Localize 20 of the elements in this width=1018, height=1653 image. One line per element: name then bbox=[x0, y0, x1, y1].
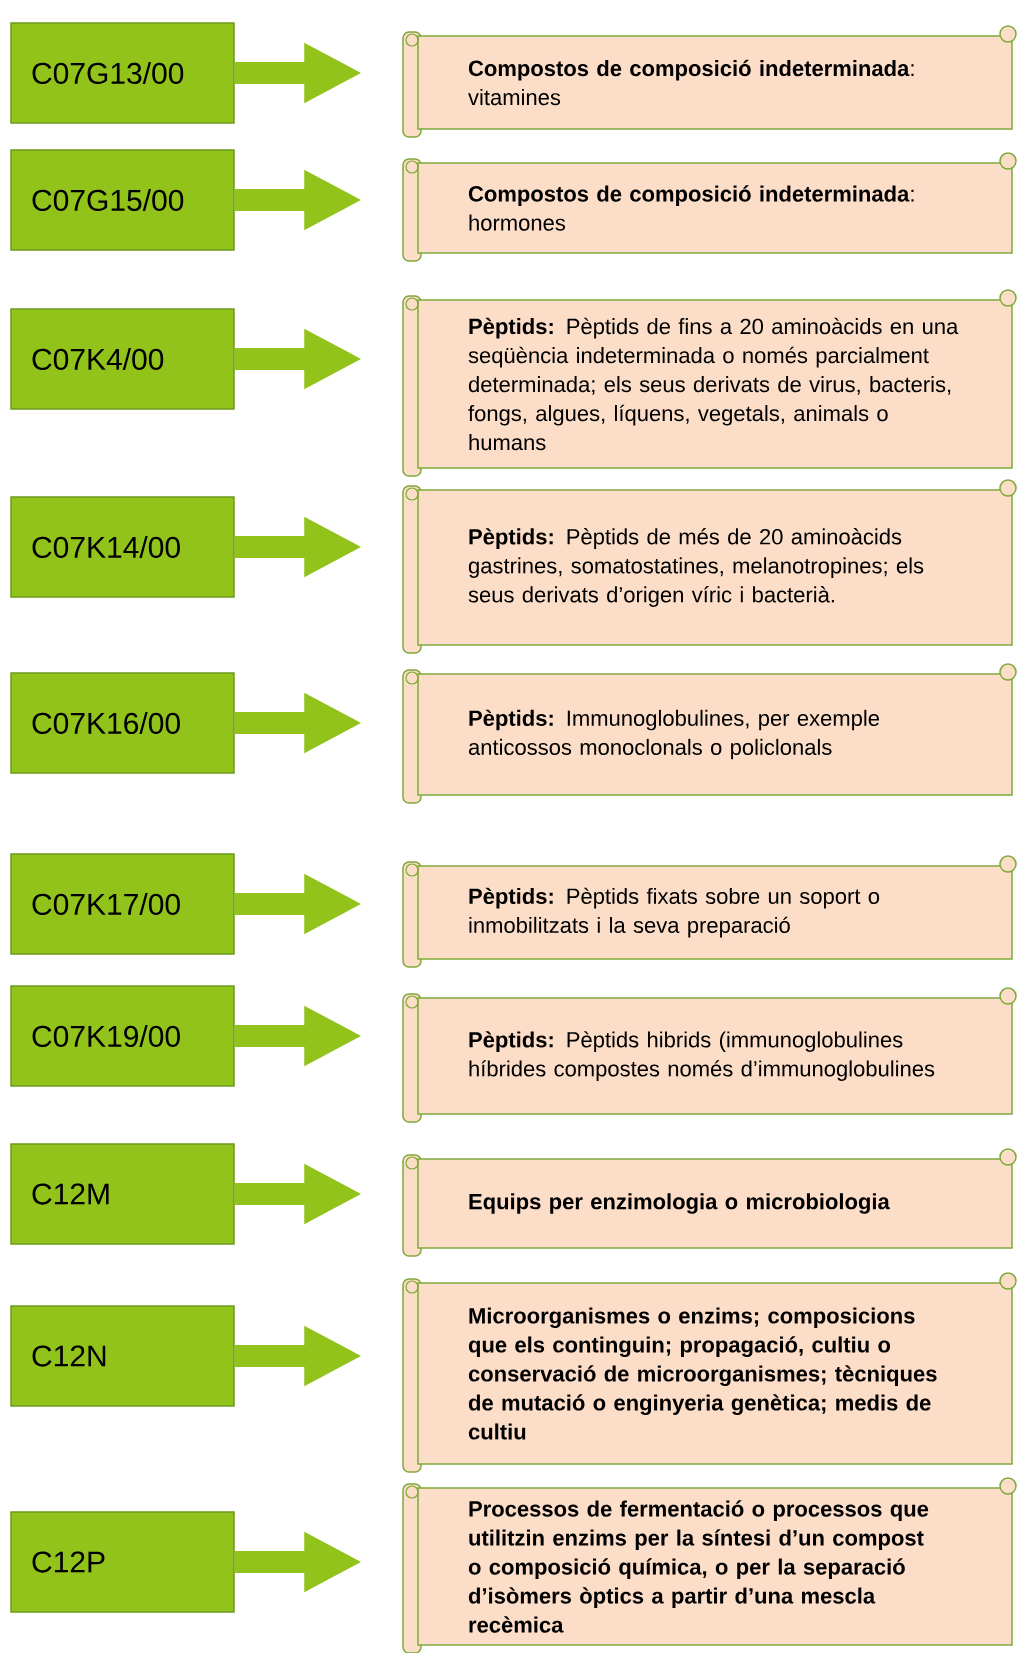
code-box: C07G13/00 bbox=[10, 22, 235, 124]
code-box: C12P bbox=[10, 1511, 235, 1613]
scroll-box: Pèptids: Pèptids de fins a 20 aminoàcids en una seqüència indeterminada o només parcialment determinada; els seus derivats de virus, bacteris, fongs, algues, líquens, vegetals, animals o humans bbox=[402, 289, 1017, 477]
code-box: C12N bbox=[10, 1305, 235, 1407]
scroll-box: Compostos de composició indeterminada: vitamines bbox=[402, 25, 1017, 138]
code-box: C07K16/00 bbox=[10, 672, 235, 774]
scroll-box: Equips per enzimologia o microbiologia bbox=[402, 1148, 1017, 1257]
code-box: C07G15/00 bbox=[10, 149, 235, 251]
scroll-box: Pèptids: Pèptids fixats sobre un soport o inmobilitzats i la seva preparació bbox=[402, 855, 1017, 968]
code-box: C07K17/00 bbox=[10, 853, 235, 955]
scroll-box: Processos de fermentació o processos que utilitzin enzims per la síntesi d’un compost o composició química, o per la separació d’isòmers òptics a partir d’una mescla recèmica bbox=[402, 1477, 1017, 1653]
scroll-box: Pèptids: Pèptids hibrids (immunoglobulines híbrides compostes només d’immunoglobulines bbox=[402, 987, 1017, 1123]
scroll-box: Compostos de composició indeterminada: hormones bbox=[402, 152, 1017, 262]
code-box: C07K4/00 bbox=[10, 308, 235, 410]
scroll-box: Pèptids: Immunoglobulines, per exemple anticossos monoclonals o policlonals bbox=[402, 663, 1017, 804]
code-box: C07K14/00 bbox=[10, 496, 235, 598]
code-box: C07K19/00 bbox=[10, 985, 235, 1087]
scroll-box: Pèptids: Pèptids de més de 20 aminoàcids gastrines, somatostatines, melanotropines; els seus derivats d’origen víric i bacterià. bbox=[402, 479, 1017, 654]
code-box: C12M bbox=[10, 1143, 235, 1245]
scroll-box: Microorganismes o enzims; composicions que els continguin; propagació, cultiu o conservació de microorganismes; tècniques de mutació o enginyeria genètica; medis de cultiu bbox=[402, 1272, 1017, 1473]
